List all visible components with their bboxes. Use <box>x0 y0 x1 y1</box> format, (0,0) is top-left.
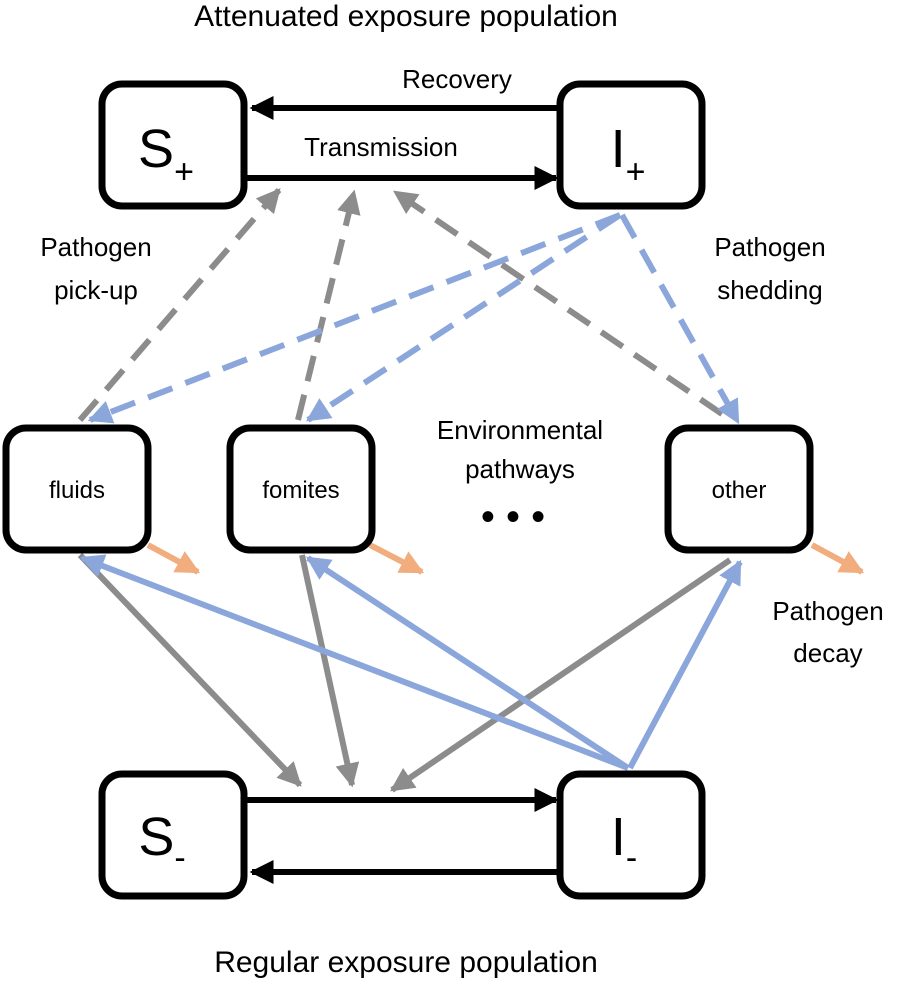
pickup-other-to-sminus <box>390 557 732 793</box>
s-minus-letter: S <box>138 807 174 867</box>
compartment-s-plus: S+ <box>98 80 248 210</box>
reservoir-fomites: fomites <box>226 424 376 554</box>
s-minus-subscript: - <box>174 839 185 877</box>
compartment-i-plus: I+ <box>556 80 706 210</box>
s-plus-subscript: + <box>174 153 194 191</box>
pickup-fluids-to-sminus <box>77 552 303 788</box>
shedding-label-line1: Pathogen <box>714 232 825 262</box>
top-population-title: Attenuated exposure population <box>194 0 618 33</box>
decay-arrow-fomites <box>368 542 425 575</box>
reservoir-other-label: other <box>712 477 767 504</box>
compartment-s-minus: S- <box>98 770 248 900</box>
i-plus-letter: I <box>611 119 626 179</box>
shedding-iplus-to-fluids <box>87 212 622 424</box>
pickup-fomites-to-splus <box>295 189 361 421</box>
decay-label-line1: Pathogen <box>772 596 883 626</box>
svg-text:S-: S- <box>138 807 185 877</box>
shedding-label-line2: shedding <box>717 275 823 305</box>
recovery-label: Recovery <box>402 64 512 94</box>
environmental-label-line1: Environmental <box>437 415 603 445</box>
reservoir-fluids-label: fluids <box>49 477 105 504</box>
svg-text:I+: I+ <box>611 119 646 191</box>
reservoir-fomites-label: fomites <box>262 477 339 504</box>
svg-text:I-: I- <box>611 807 637 877</box>
i-plus-subscript: + <box>626 153 646 191</box>
bottom-population-title: Regular exposure population <box>214 946 598 979</box>
i-minus-letter: I <box>611 807 626 867</box>
pickup-fluids-to-splus <box>77 188 282 422</box>
pickup-fomites-to-sminus <box>299 554 360 788</box>
transmission-label: Transmission <box>304 132 458 162</box>
reservoir-other: other <box>664 424 814 554</box>
i-minus-subscript: - <box>626 839 637 877</box>
reservoir-fluids: fluids <box>2 424 152 554</box>
shedding-iminus-to-fluids <box>79 554 630 771</box>
shedding-iminus-to-other <box>627 559 743 770</box>
pickup-label-line2: pick-up <box>54 275 138 305</box>
s-plus-letter: S <box>138 119 174 179</box>
svg-text:S+: S+ <box>138 119 194 191</box>
environmental-label-line2: pathways <box>465 454 575 484</box>
shedding-iplus-to-fomites <box>305 212 622 423</box>
shedding-iminus-to-fomites <box>305 555 630 771</box>
pickup-other-to-splus <box>393 189 724 417</box>
decay-arrow-fluids <box>146 542 201 575</box>
decay-label-line2: decay <box>793 638 862 668</box>
compartment-i-minus: I- <box>556 770 706 900</box>
ellipsis-dots: • • • <box>481 495 545 539</box>
pickup-label-line1: Pathogen <box>40 232 151 262</box>
decay-arrow-other <box>810 542 865 575</box>
